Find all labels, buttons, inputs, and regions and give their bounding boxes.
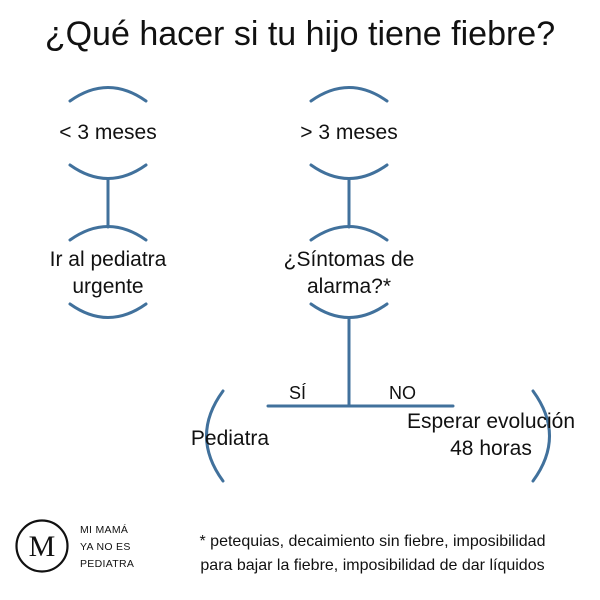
logo-monogram: M	[15, 519, 69, 573]
node-line: urgente	[72, 275, 144, 298]
node-over-3-months: > 3 meses	[300, 121, 398, 144]
footnote-line: * petequias, decaimiento sin fiebre, imp…	[199, 533, 546, 550]
logo-line: YA NO ES	[80, 541, 131, 553]
node-arc-over3-bottom	[309, 163, 389, 180]
logo-line: PEDIATRA	[80, 558, 135, 570]
edge-label-yes: SÍ	[289, 383, 307, 403]
node-go-to-pediatrician-urgent: Ir al pediatra urgente	[18, 246, 198, 300]
edge-label-no: NO	[389, 383, 416, 403]
node-arc-sintomas-bottom	[309, 302, 389, 319]
node-arc-urgente-top	[68, 225, 148, 242]
node-arc-esperar-right	[531, 389, 551, 483]
node-line: ¿Síntomas de	[283, 248, 415, 271]
footnote-line: para bajar la fiebre, imposibilidad de d…	[200, 557, 545, 574]
node-arc-sintomas-top	[309, 225, 389, 242]
page-title: ¿Qué hacer si tu hijo tiene fiebre?	[44, 15, 556, 53]
node-line: 48 horas	[450, 437, 532, 460]
logo-text: MI MAMÁ YA NO ES PEDIATRA	[80, 522, 134, 573]
node-arc-pediatra-left	[205, 389, 225, 483]
node-arc-under3-top	[68, 86, 148, 103]
footnote-alarm-symptoms: * petequias, decaimiento sin fiebre, imp…	[150, 530, 595, 578]
node-pediatrician: Pediatra	[190, 427, 270, 450]
node-arc-over3-top	[309, 86, 389, 103]
node-line: alarma?*	[306, 275, 392, 298]
node-line: Esperar evolución	[406, 410, 576, 433]
node-line: Ir al pediatra	[49, 248, 167, 271]
node-arc-urgente-bottom	[68, 302, 148, 319]
node-arc-under3-bottom	[68, 163, 148, 180]
logo-letter: M	[29, 530, 56, 563]
node-wait-48-hours: Esperar evolución 48 horas	[388, 408, 594, 462]
node-under-3-months: < 3 meses	[59, 121, 157, 144]
node-alarm-symptoms: ¿Síntomas de alarma?*	[259, 246, 439, 300]
logo-line: MI MAMÁ	[80, 524, 129, 536]
